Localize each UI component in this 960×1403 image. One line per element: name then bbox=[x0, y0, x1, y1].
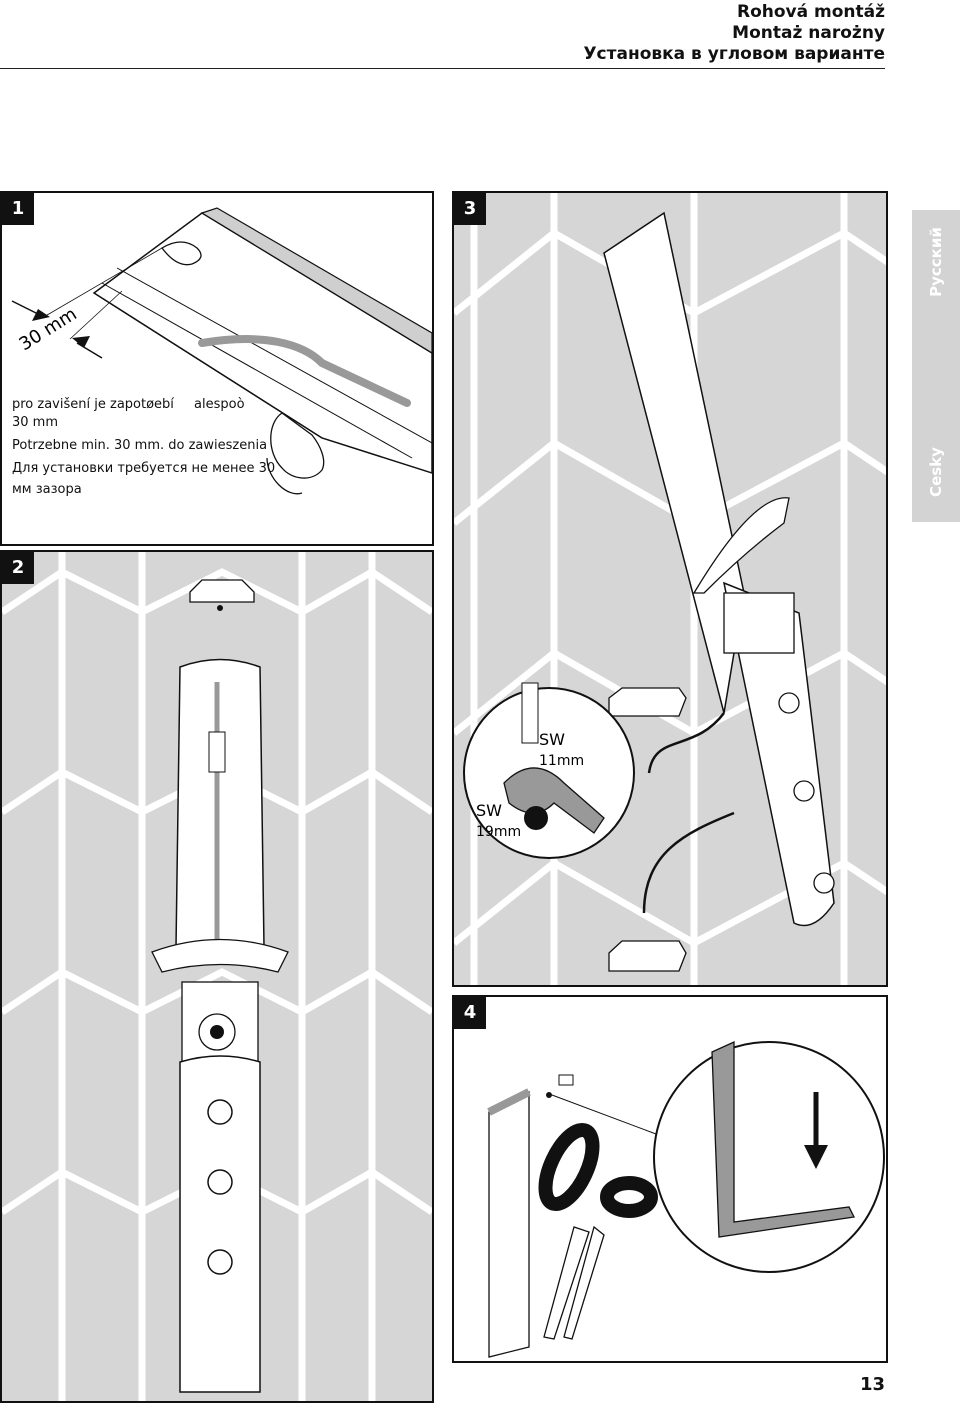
dimension-arrow-icon bbox=[72, 336, 90, 348]
scissors-blade-icon bbox=[543, 1226, 590, 1340]
rod-shape bbox=[198, 335, 411, 407]
note-czech-line-1: pro zavišení je zapotøebí alespoò bbox=[12, 397, 245, 413]
wrench-size-label-b: 19mm bbox=[476, 824, 521, 840]
step-4-badge: 4 bbox=[454, 997, 486, 1029]
language-tab-czech: Cesky bbox=[927, 447, 945, 497]
note-czech-part-b: alespoò bbox=[194, 397, 245, 412]
language-tab-polish: Polski bbox=[927, 549, 945, 601]
step-2-illustration bbox=[2, 552, 432, 1401]
note-russian-line-2: мм зазора bbox=[12, 482, 82, 497]
dimension-label: 30 mm bbox=[16, 304, 81, 356]
header-rule bbox=[0, 68, 885, 69]
step-3-panel: 3 SW 11mm SW 19mm bbox=[452, 191, 888, 987]
body-jet-icon bbox=[207, 1169, 233, 1195]
corner-cap-icon bbox=[608, 940, 687, 972]
scissors-handle-icon bbox=[538, 1122, 600, 1212]
title-polish: Montaż narożny bbox=[732, 23, 885, 43]
valve-unit-shape bbox=[723, 592, 795, 654]
shower-panel-upper-shape bbox=[175, 658, 265, 957]
step-2-panel: 2 bbox=[0, 550, 434, 1403]
step-3-illustration: SW 11mm SW 19mm bbox=[454, 193, 886, 985]
wall-tiles-shape bbox=[2, 552, 432, 1401]
step-3-badge: 3 bbox=[454, 193, 486, 225]
scissors-handle-icon bbox=[600, 1176, 658, 1218]
body-jet-icon bbox=[813, 872, 835, 894]
page-number: 13 bbox=[859, 1374, 885, 1395]
body-jet-icon bbox=[207, 1249, 233, 1275]
panel-edge-profile-shape bbox=[711, 1040, 855, 1238]
corner-cap-icon bbox=[608, 687, 687, 717]
body-jet-icon bbox=[207, 1099, 233, 1125]
step-1-illustration: 30 mm bbox=[11, 207, 432, 495]
hose-shape bbox=[642, 811, 735, 914]
keyhole-slot-icon bbox=[161, 241, 202, 266]
hand-shape bbox=[270, 412, 325, 479]
down-arrow-icon bbox=[804, 1145, 828, 1169]
body-jet-icon bbox=[778, 692, 800, 714]
wrench-sw-label-b: SW bbox=[476, 801, 502, 820]
note-czech-part-a: pro zavišení je zapotøebí bbox=[12, 397, 174, 412]
detail-magnifier-circle bbox=[653, 1041, 885, 1273]
panel-edge-profile-shape bbox=[488, 1090, 530, 1358]
nut-icon bbox=[524, 806, 548, 830]
corner-cap-icon bbox=[189, 579, 255, 603]
step-4-panel: 4 bbox=[452, 995, 888, 1363]
title-czech: Rohová montáž bbox=[736, 2, 885, 22]
note-polish: Potrzebne min. 30 mm. do zawieszenia bbox=[12, 438, 268, 453]
shower-panel-lower-shape bbox=[179, 1055, 261, 1393]
page-header: Rohová montáž Montaż narożny Установка в… bbox=[583, 2, 885, 65]
seal-piece-icon bbox=[558, 1074, 574, 1086]
wrench-size-label-a: 11mm bbox=[539, 753, 584, 769]
dimension-arrow-icon bbox=[32, 309, 50, 321]
language-tab-russian: Русский bbox=[927, 227, 945, 297]
wrench-icon bbox=[503, 767, 605, 834]
note-russian-line-1: Для установки требуется не менее 30 bbox=[12, 461, 276, 476]
note-czech-line-2: 30 mm bbox=[12, 415, 59, 430]
step-2-badge: 2 bbox=[2, 552, 34, 584]
shower-panel-lower-shape bbox=[722, 581, 835, 927]
language-tab-strip: Cesky Polski Русский bbox=[912, 210, 960, 600]
title-russian: Установка в угловом варианте bbox=[583, 44, 885, 64]
step-1-badge: 1 bbox=[2, 193, 34, 225]
step-4-illustration bbox=[487, 1040, 885, 1358]
body-jet-icon bbox=[793, 780, 815, 802]
hose-shape bbox=[647, 712, 725, 774]
step-1-panel: 1 30 mm pro zavišení je zapotøebí alespo… bbox=[0, 191, 434, 546]
wrench-sw-label-a: SW bbox=[539, 730, 565, 749]
